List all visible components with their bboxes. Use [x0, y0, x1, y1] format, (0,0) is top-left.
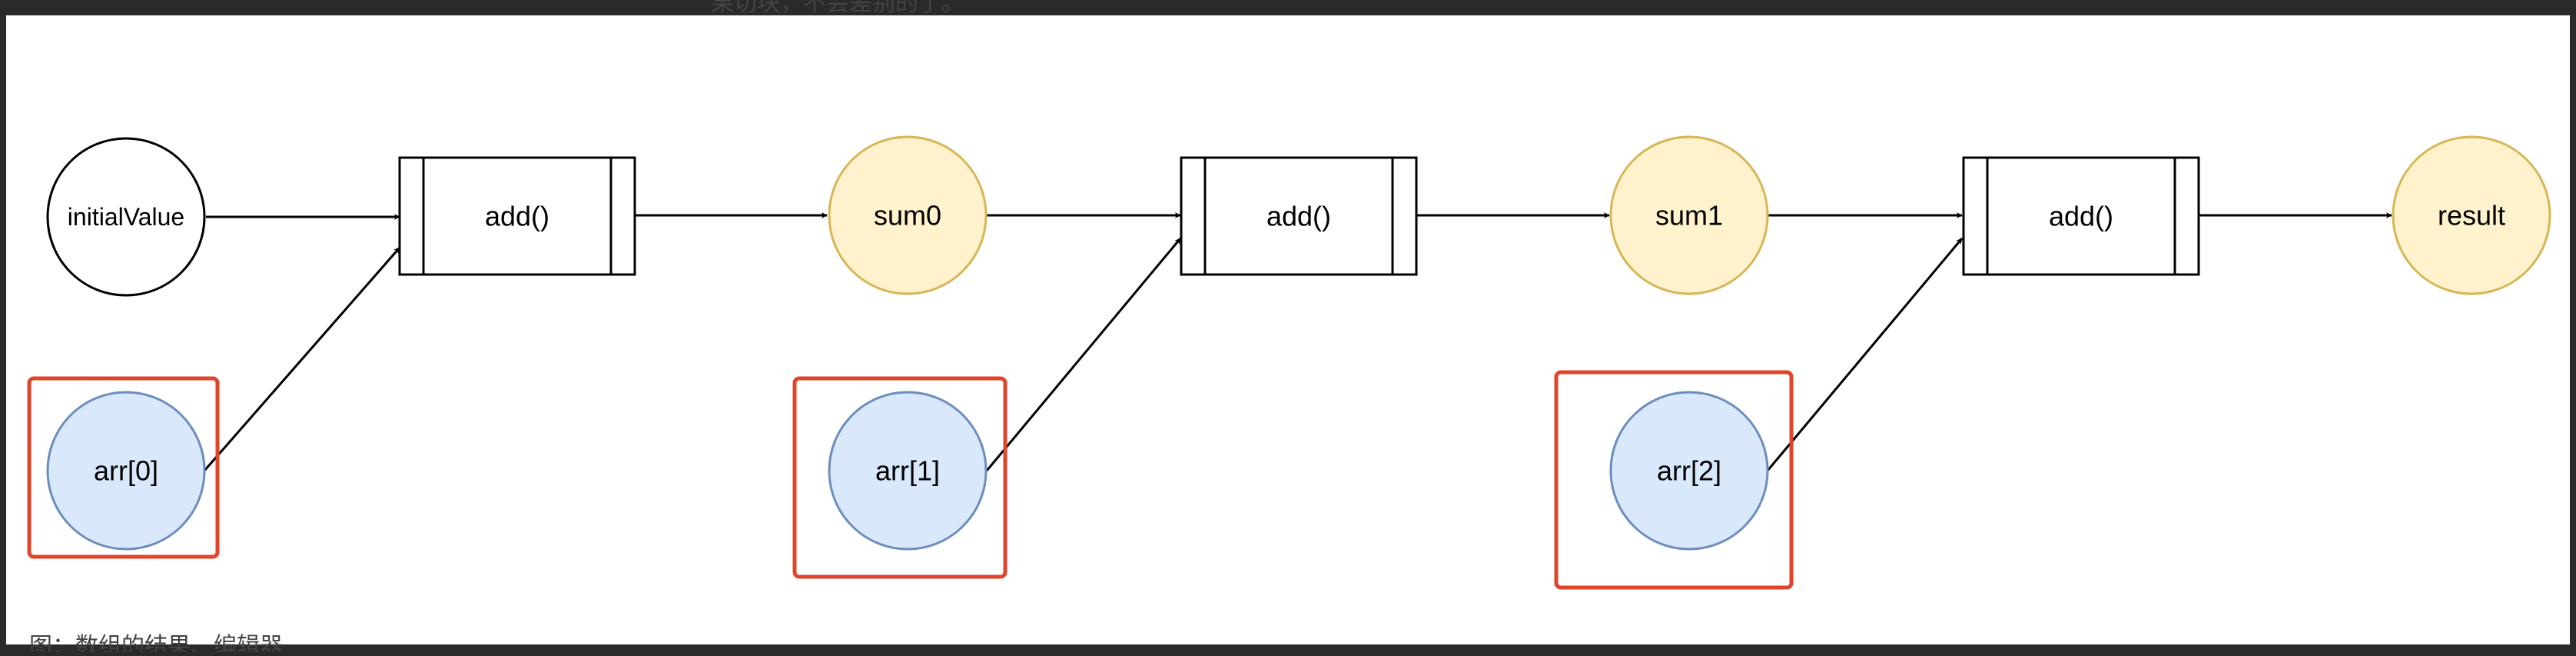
node-add-0-label: add()	[485, 201, 549, 232]
top-partial-text: 果切块，不会差别的了。	[711, 0, 964, 16]
arrow-arr0-to-add0	[203, 247, 401, 471]
highlight-box-arr0	[27, 376, 220, 559]
node-sum0-label: sum0	[874, 200, 941, 231]
node-sum1-label: sum1	[1655, 200, 1723, 231]
node-arr2: arr[2]	[1609, 391, 1769, 551]
node-sum1: sum1	[1609, 135, 1769, 295]
node-result-label: result	[2438, 200, 2505, 231]
highlight-box-arr2	[1554, 370, 1794, 590]
node-result: result	[2392, 135, 2551, 295]
node-arr2-label: arr[2]	[1657, 455, 1721, 487]
node-initial-value-label: initialValue	[68, 203, 184, 231]
node-add-2-label: add()	[2049, 201, 2113, 232]
arrow-arr2-to-add2	[1766, 238, 1964, 471]
node-add-1-label: add()	[1266, 201, 1331, 232]
node-arr1: arr[1]	[828, 391, 988, 551]
highlight-box-arr1	[792, 376, 1007, 579]
canvas-background	[6, 15, 2570, 644]
node-add-2: add()	[1962, 156, 2200, 276]
node-arr1-label: arr[1]	[875, 455, 940, 487]
node-add-0: add()	[398, 156, 636, 276]
node-initial-value: initialValue	[46, 137, 206, 297]
bottom-partial-text: 图：数组的结果、编辑器	[29, 634, 283, 652]
node-add-1: add()	[1180, 156, 1418, 276]
node-sum0: sum0	[828, 135, 988, 295]
node-arr0-label: arr[0]	[94, 455, 158, 487]
arrow-arr1-to-add1	[985, 238, 1182, 471]
node-arr0: arr[0]	[46, 391, 206, 551]
